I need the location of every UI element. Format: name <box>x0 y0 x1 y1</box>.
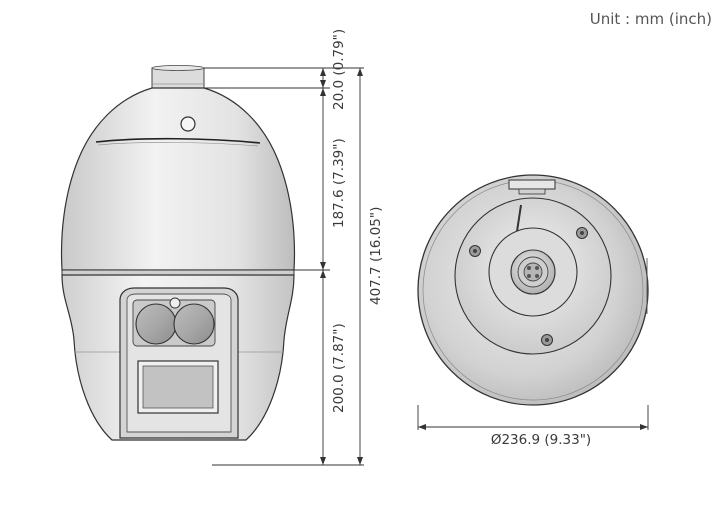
rect-window <box>137 360 219 414</box>
diameter-dimension <box>417 405 649 430</box>
dim-dome-upper-label: 187.6 (7.39") <box>331 138 347 228</box>
dim-lower-body-label: 200.0 (7.87") <box>331 323 347 413</box>
dim-diameter-label: Ø236.9 (9.33") <box>491 432 591 448</box>
unit-label: Unit : mm (inch) <box>589 10 712 28</box>
twin-lens <box>132 297 216 347</box>
wiper-hole <box>180 116 196 132</box>
upper-dome <box>60 87 296 271</box>
top-bracket <box>508 179 556 195</box>
dim-top-mount-label: 20.0 (0.79") <box>331 29 347 110</box>
top-mount-cylinder <box>151 67 205 89</box>
top-view <box>417 174 649 406</box>
side-view <box>60 65 296 441</box>
center-hub <box>488 227 578 317</box>
dim-total-height-label: 407.7 (16.05") <box>368 207 384 305</box>
dimension-arrows <box>320 68 363 465</box>
mounting-screws <box>469 227 588 346</box>
